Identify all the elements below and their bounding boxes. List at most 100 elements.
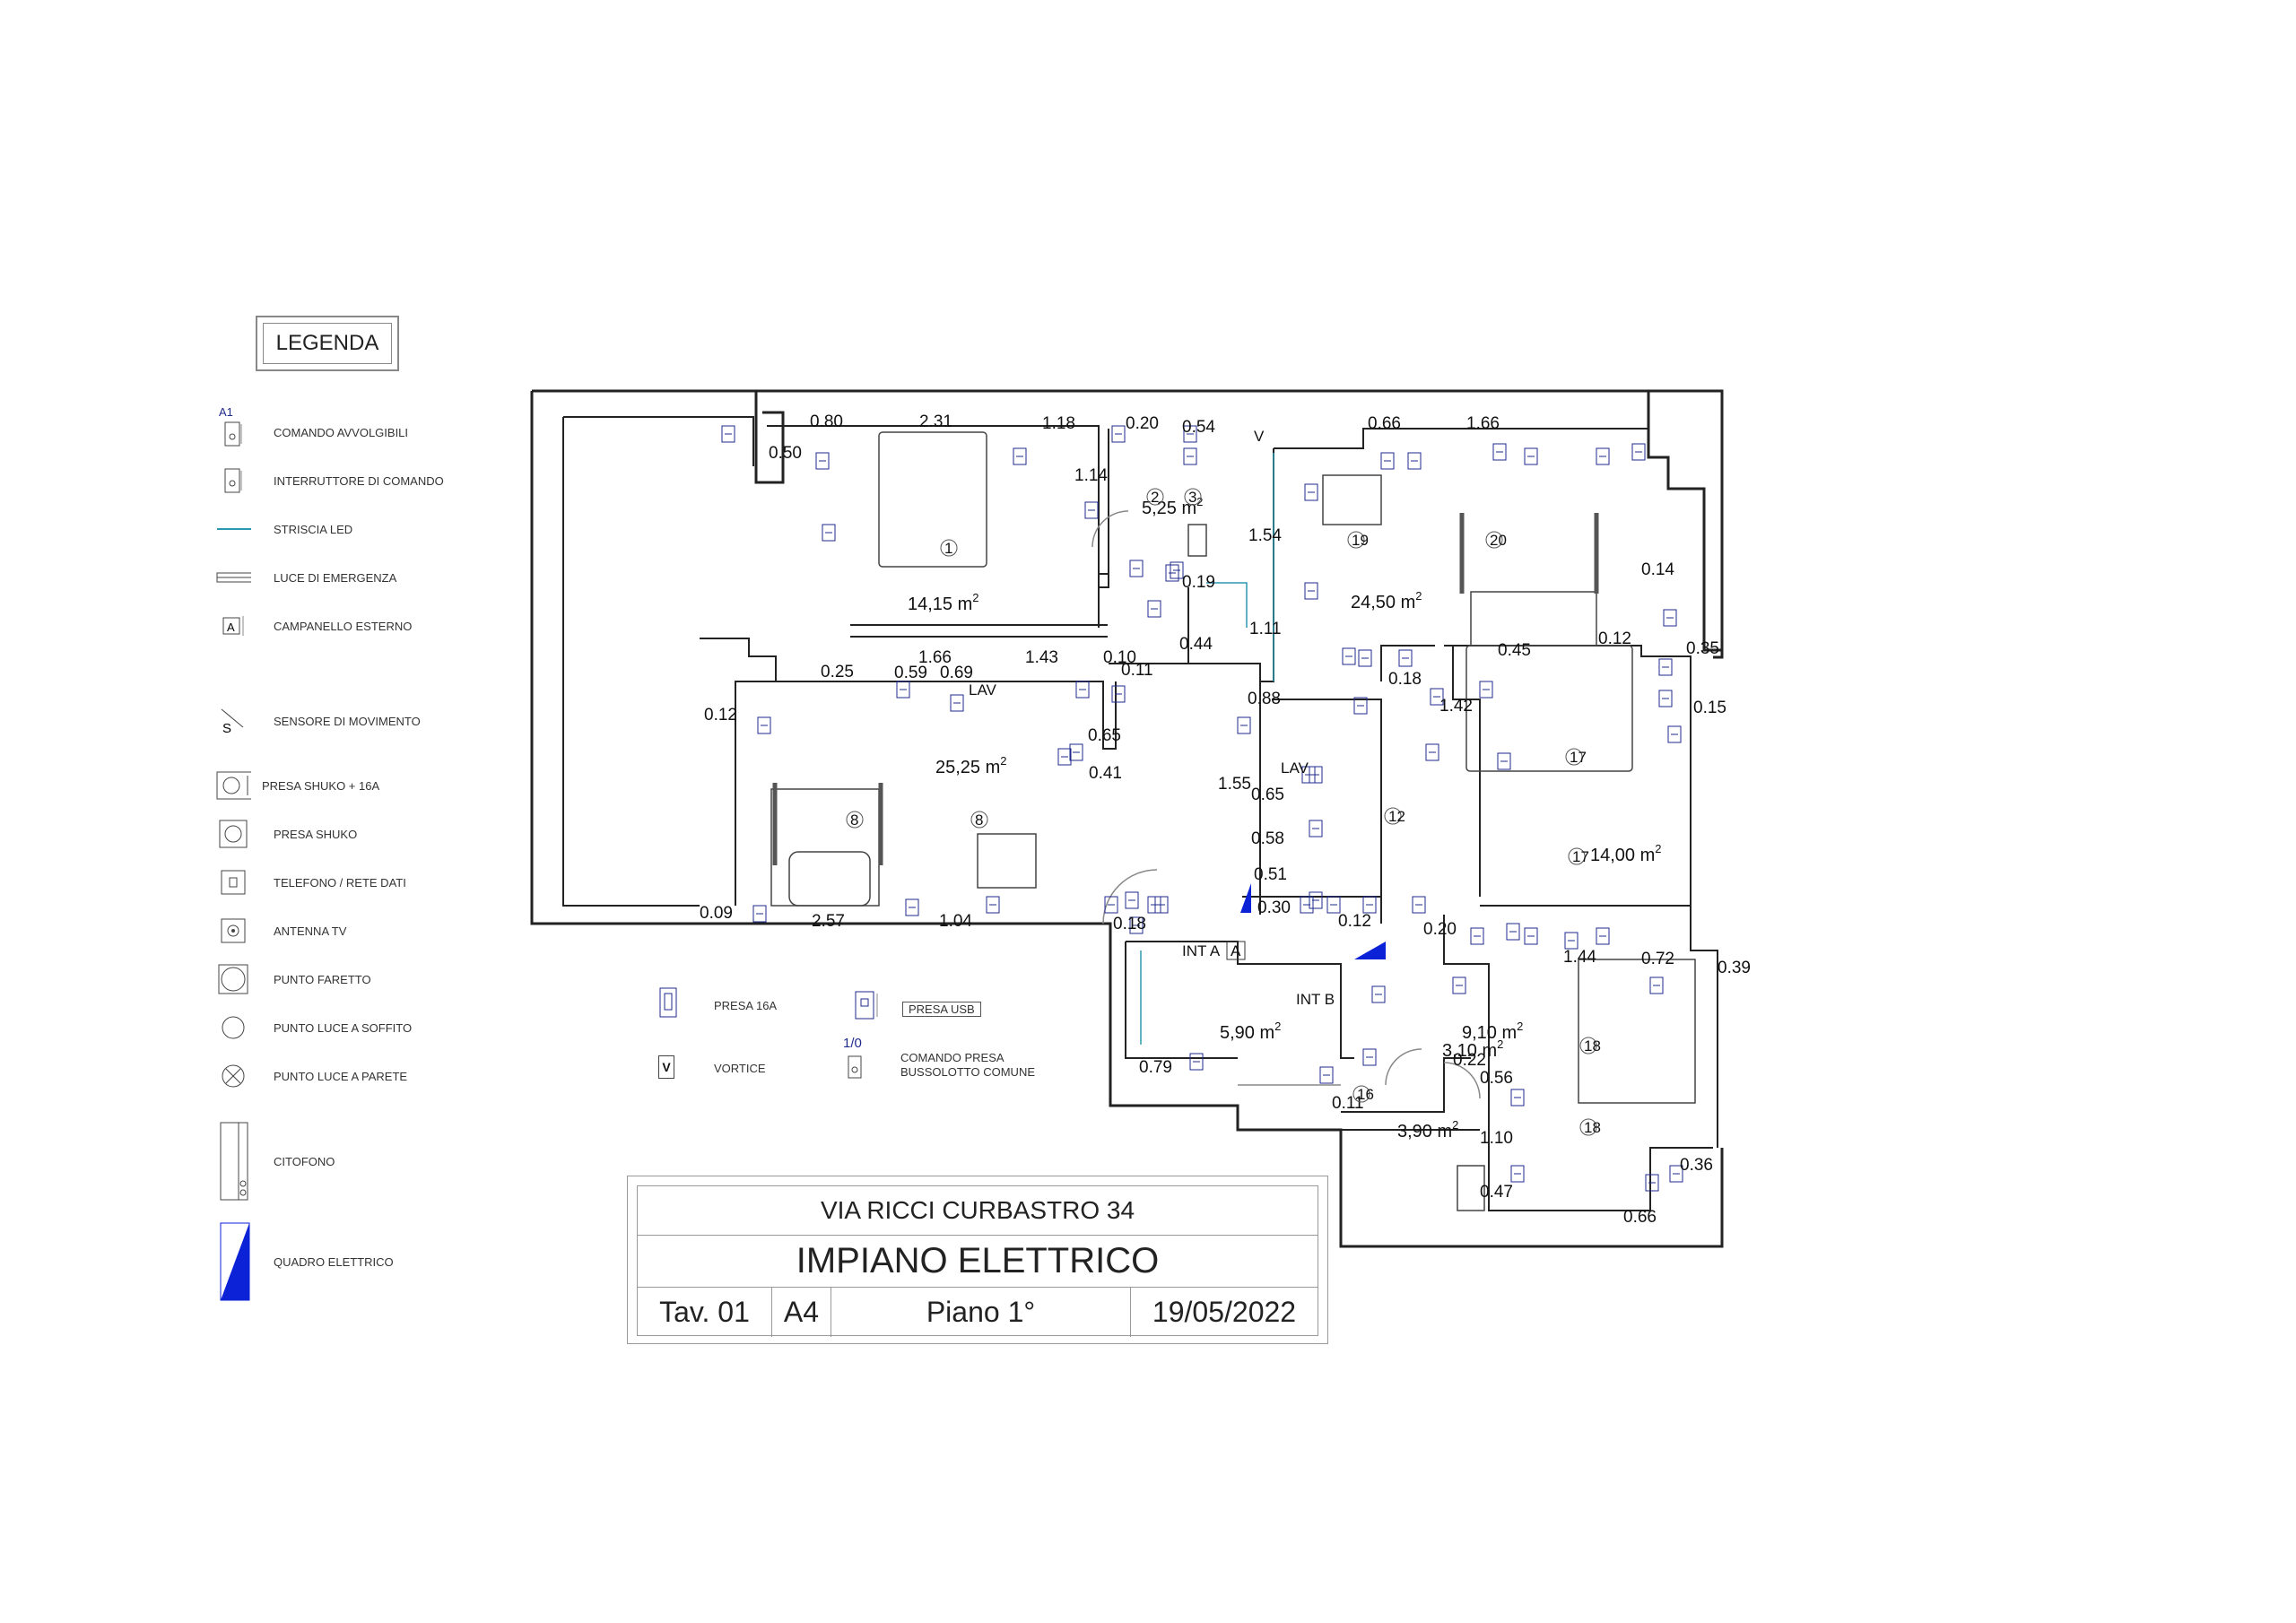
room-number-marker xyxy=(1347,531,1365,549)
socket-command-tag: 1/0 xyxy=(843,1036,862,1051)
dimension-label: 1.66 xyxy=(918,648,952,667)
tv-antenna-icon xyxy=(215,909,251,952)
socket-icon xyxy=(1564,932,1578,950)
socket-icon xyxy=(815,452,830,470)
room-number-marker xyxy=(1352,1085,1370,1103)
dimension-label: 1.42 xyxy=(1439,697,1473,716)
led-strip-icon xyxy=(215,508,251,551)
socket-icon xyxy=(1309,891,1323,909)
dimension-label: 0.19 xyxy=(1182,573,1215,592)
emergency-light-icon xyxy=(215,556,251,599)
socket-icon xyxy=(1362,1048,1377,1066)
dimension-label: 0.65 xyxy=(1088,726,1121,745)
dimension-label: 0.47 xyxy=(1480,1183,1513,1202)
legend-extra-16a: PRESA 16A xyxy=(714,999,778,1012)
socket-icon xyxy=(950,694,964,712)
room-area-bedroom-2: 14,00 m2 xyxy=(1590,842,1662,865)
dimension-label: 0.72 xyxy=(1641,950,1674,968)
outer-walls xyxy=(530,389,1724,1248)
dimension-label: 0.22 xyxy=(1453,1051,1486,1070)
socket-icon xyxy=(1319,1066,1334,1084)
legend-item-wall: PUNTO LUCE A PARETE xyxy=(215,1055,407,1098)
room-number-label: 17 xyxy=(1570,749,1587,766)
dimension-label: 0.54 xyxy=(1182,418,1215,437)
sheet-format: A4 xyxy=(772,1287,831,1337)
socket-icon xyxy=(1371,985,1386,1003)
dimension-label: 0.80 xyxy=(810,412,843,431)
dimension-label: 1.10 xyxy=(1480,1129,1513,1148)
intercom-icon xyxy=(215,1121,251,1202)
socket-icon xyxy=(1645,1174,1659,1192)
misc-labels: INT A A INT B LAV LAV V xyxy=(969,428,1335,1008)
svg-text:S: S xyxy=(222,721,231,736)
room-number-marker xyxy=(846,811,864,829)
room-number-label: 20 xyxy=(1490,532,1507,549)
socket-icon xyxy=(721,425,735,443)
lav-label-2: LAV xyxy=(1281,759,1309,777)
socket-icon xyxy=(1353,697,1368,715)
socket-icon xyxy=(1189,1053,1204,1071)
address-text: VIA RICCI CURBASTRO 34 xyxy=(638,1186,1318,1236)
socket-icon xyxy=(1300,896,1314,914)
legend-extra-cmd: COMANDO PRESA xyxy=(900,1051,1004,1064)
dimension-label: 0.18 xyxy=(1388,670,1422,689)
socket-icon xyxy=(822,524,836,542)
room-number-label: 12 xyxy=(1388,808,1405,825)
drawing-title: IMPIANO ELETTRICO xyxy=(638,1235,1318,1288)
data-socket-icon xyxy=(215,861,251,904)
electrical-symbols xyxy=(721,425,1683,1192)
dimension-label: 0.44 xyxy=(1179,635,1213,654)
motion-sensor-icon: S xyxy=(215,699,251,742)
dimension-label: 0.45 xyxy=(1498,641,1531,660)
socket-icon xyxy=(1129,916,1144,934)
socket-icon xyxy=(1304,483,1318,501)
dimension-label: 0.12 xyxy=(1598,629,1631,648)
title-block-meta: Tav. 01 A4 Piano 1° 19/05/2022 xyxy=(638,1287,1318,1337)
legend-extra-vortice: VORTICE xyxy=(714,1062,766,1075)
dimension-label: 0.65 xyxy=(1251,785,1284,804)
socket-icon xyxy=(1170,561,1184,579)
dimension-label: 1.54 xyxy=(1248,526,1282,545)
legend-item-doorbell: A CAMPANELLO ESTERNO xyxy=(215,604,412,647)
dimension-label: 0.66 xyxy=(1368,414,1401,433)
dimension-label: 0.11 xyxy=(1121,661,1153,680)
dimension-label: 0.35 xyxy=(1686,639,1719,658)
switch-icon xyxy=(215,459,251,502)
socket-icon xyxy=(1596,927,1610,945)
socket-icon xyxy=(1524,927,1538,945)
dimension-label: 0.36 xyxy=(1680,1156,1713,1175)
socket-icon xyxy=(1631,443,1646,461)
dimension-label: 1.66 xyxy=(1466,414,1500,433)
room-number-marker xyxy=(1565,748,1583,766)
box-a-label: A xyxy=(1231,942,1241,959)
room-number-label: 8 xyxy=(975,812,983,829)
extractor-fan-icon: V xyxy=(658,1055,674,1079)
lav-label-1: LAV xyxy=(969,681,997,699)
legend-item-switch: INTERRUTTORE DI COMANDO xyxy=(215,459,444,502)
room-number-marker xyxy=(1579,1037,1597,1055)
socket-icon xyxy=(1084,501,1099,519)
dimension-label: 0.69 xyxy=(940,664,973,682)
dimension-label: 1.55 xyxy=(1218,775,1251,794)
title-block: VIA RICCI CURBASTRO 34 IMPIANO ELETTRICO… xyxy=(627,1176,1328,1344)
room-number-marker xyxy=(1184,488,1202,506)
dimension-label: 0.59 xyxy=(894,664,927,682)
room-number-label: 18 xyxy=(1584,1119,1601,1136)
socket-icon xyxy=(1492,443,1507,461)
room-area-bedroom-3: 9,10 m2 xyxy=(1462,1020,1523,1043)
room-number-marker xyxy=(1579,1118,1597,1136)
socket-icon xyxy=(1342,647,1356,665)
socket-icon xyxy=(1658,658,1673,676)
dimension-label: 0.88 xyxy=(1248,690,1281,708)
legend-extra-usb: PRESA USB xyxy=(902,1002,981,1017)
socket-icon xyxy=(1425,743,1439,761)
dimension-label: 0.56 xyxy=(1480,1069,1513,1088)
dimension-label: 0.30 xyxy=(1257,898,1291,917)
room-area-living: 25,25 m2 xyxy=(935,754,1007,777)
socket-icon xyxy=(1497,752,1511,770)
socket-icon xyxy=(1667,725,1682,743)
socket-icon xyxy=(1309,820,1323,838)
electrical-panel-icon xyxy=(215,1221,251,1302)
room-area-hall-b: 3,10 m2 xyxy=(1442,1037,1503,1061)
